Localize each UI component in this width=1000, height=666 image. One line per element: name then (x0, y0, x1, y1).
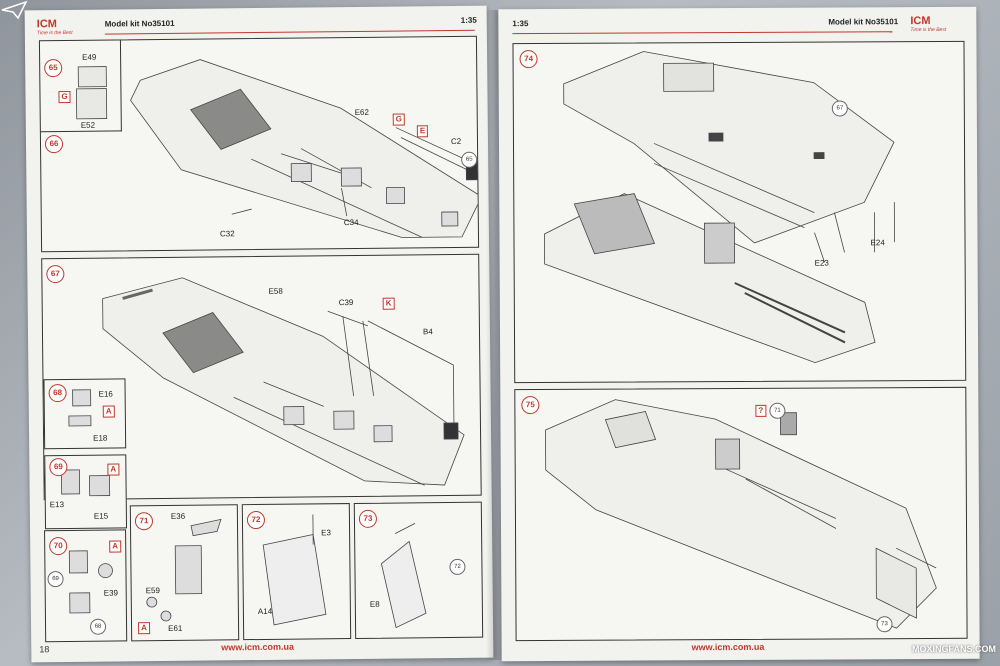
step-68-box: 68 E16 E18 A (43, 378, 127, 450)
part-label: C2 (450, 136, 462, 146)
scale-label: 1:35 (460, 15, 477, 25)
hull-diagram-74 (544, 51, 895, 364)
part-label: E23 (814, 258, 829, 268)
part-label: E16 (98, 389, 113, 399)
step-71-box: 71 E36 E59 E61 A (129, 504, 240, 642)
step-71-marker: 71 (134, 512, 154, 531)
model-kit-title: Model kit No35101 (828, 17, 899, 27)
callout-box: A (138, 622, 150, 635)
callout-box: K (382, 297, 395, 310)
part-label: C32 (219, 229, 235, 239)
step-72-marker: 72 (246, 510, 266, 530)
scale-label: 1:35 (512, 19, 529, 29)
step-reference: 65 (461, 151, 478, 168)
step-70-box: 70 E39 A 69 68 (44, 529, 128, 643)
header-rule (512, 31, 893, 35)
hull-diagram-66 (76, 59, 479, 238)
part-label: E36 (170, 511, 186, 521)
step-reference: 69 (47, 571, 64, 588)
step-67-marker: 67 (46, 265, 65, 284)
part-label: E24 (870, 238, 885, 248)
part-label: C39 (338, 298, 354, 308)
hull-diagram-75 (545, 399, 937, 629)
watermark-text: MOXINGFANS.COM (911, 644, 996, 654)
part-label: E52 (80, 120, 96, 130)
step-reference: 67 (831, 100, 848, 117)
paper-plane-icon (1, 0, 28, 20)
footer-url: www.icm.com.ua (691, 641, 765, 653)
header-rule (104, 29, 475, 35)
callout-box: ? (755, 404, 767, 417)
step-75-marker: 75 (521, 396, 540, 415)
step-panel-74: 74 67 E24 E23 (512, 40, 967, 384)
page-number: 18 (39, 644, 50, 655)
part-label: C34 (343, 217, 359, 228)
part-label: E59 (145, 586, 160, 596)
model-kit-title: Model kit No35101 (104, 18, 175, 29)
step-reference: 71 (769, 402, 786, 419)
part-label: E58 (268, 286, 283, 296)
callout-box: A (109, 540, 122, 553)
step-66-marker: 66 (44, 135, 64, 154)
part-label: A14 (257, 606, 273, 617)
footer-url: www.icm.com.ua (221, 641, 295, 653)
callout-box: A (107, 463, 120, 476)
callout-box: E (416, 125, 429, 138)
step-72-box: 72 E3 A14 (241, 503, 352, 641)
hull-diagram-67 (102, 277, 465, 486)
step-reference: 72 (449, 558, 466, 576)
part-label: E3 (321, 528, 331, 538)
step-69-marker: 69 (49, 458, 68, 477)
step-reference: 68 (89, 618, 107, 635)
step-panel-75: 75 ? 71 73 (514, 386, 968, 642)
step-74-marker: 74 (519, 50, 538, 69)
part-label: E18 (93, 433, 108, 443)
callout-box: A (102, 405, 115, 418)
part-label: E8 (369, 599, 380, 609)
step-68-marker: 68 (48, 384, 67, 403)
step-panel-65-66: 65 E49 E52 G 66 E62 C2 C32 C34 G E 65 (38, 35, 480, 253)
step-69-box: 69 E13 E15 A (44, 454, 128, 530)
part-label: E15 (93, 511, 109, 521)
step-70-marker: 70 (49, 537, 68, 556)
part-label: B4 (422, 327, 433, 337)
part-label: E62 (354, 107, 369, 117)
part-label: E61 (168, 623, 183, 633)
step-73-marker: 73 (358, 509, 378, 528)
callout-box: G (58, 90, 71, 104)
part-label: E13 (49, 500, 65, 510)
callout-box: G (392, 113, 406, 126)
step-65-marker: 65 (44, 59, 63, 78)
part-label: E49 (82, 52, 97, 62)
step-reference: 73 (876, 616, 893, 633)
step-panel-67-69: 67 E58 C39 B4 K 68 E16 E18 A 69 E13 E15 … (41, 253, 482, 530)
step-73-box: 73 E8 72 (353, 501, 484, 640)
part-label: E39 (103, 588, 118, 598)
